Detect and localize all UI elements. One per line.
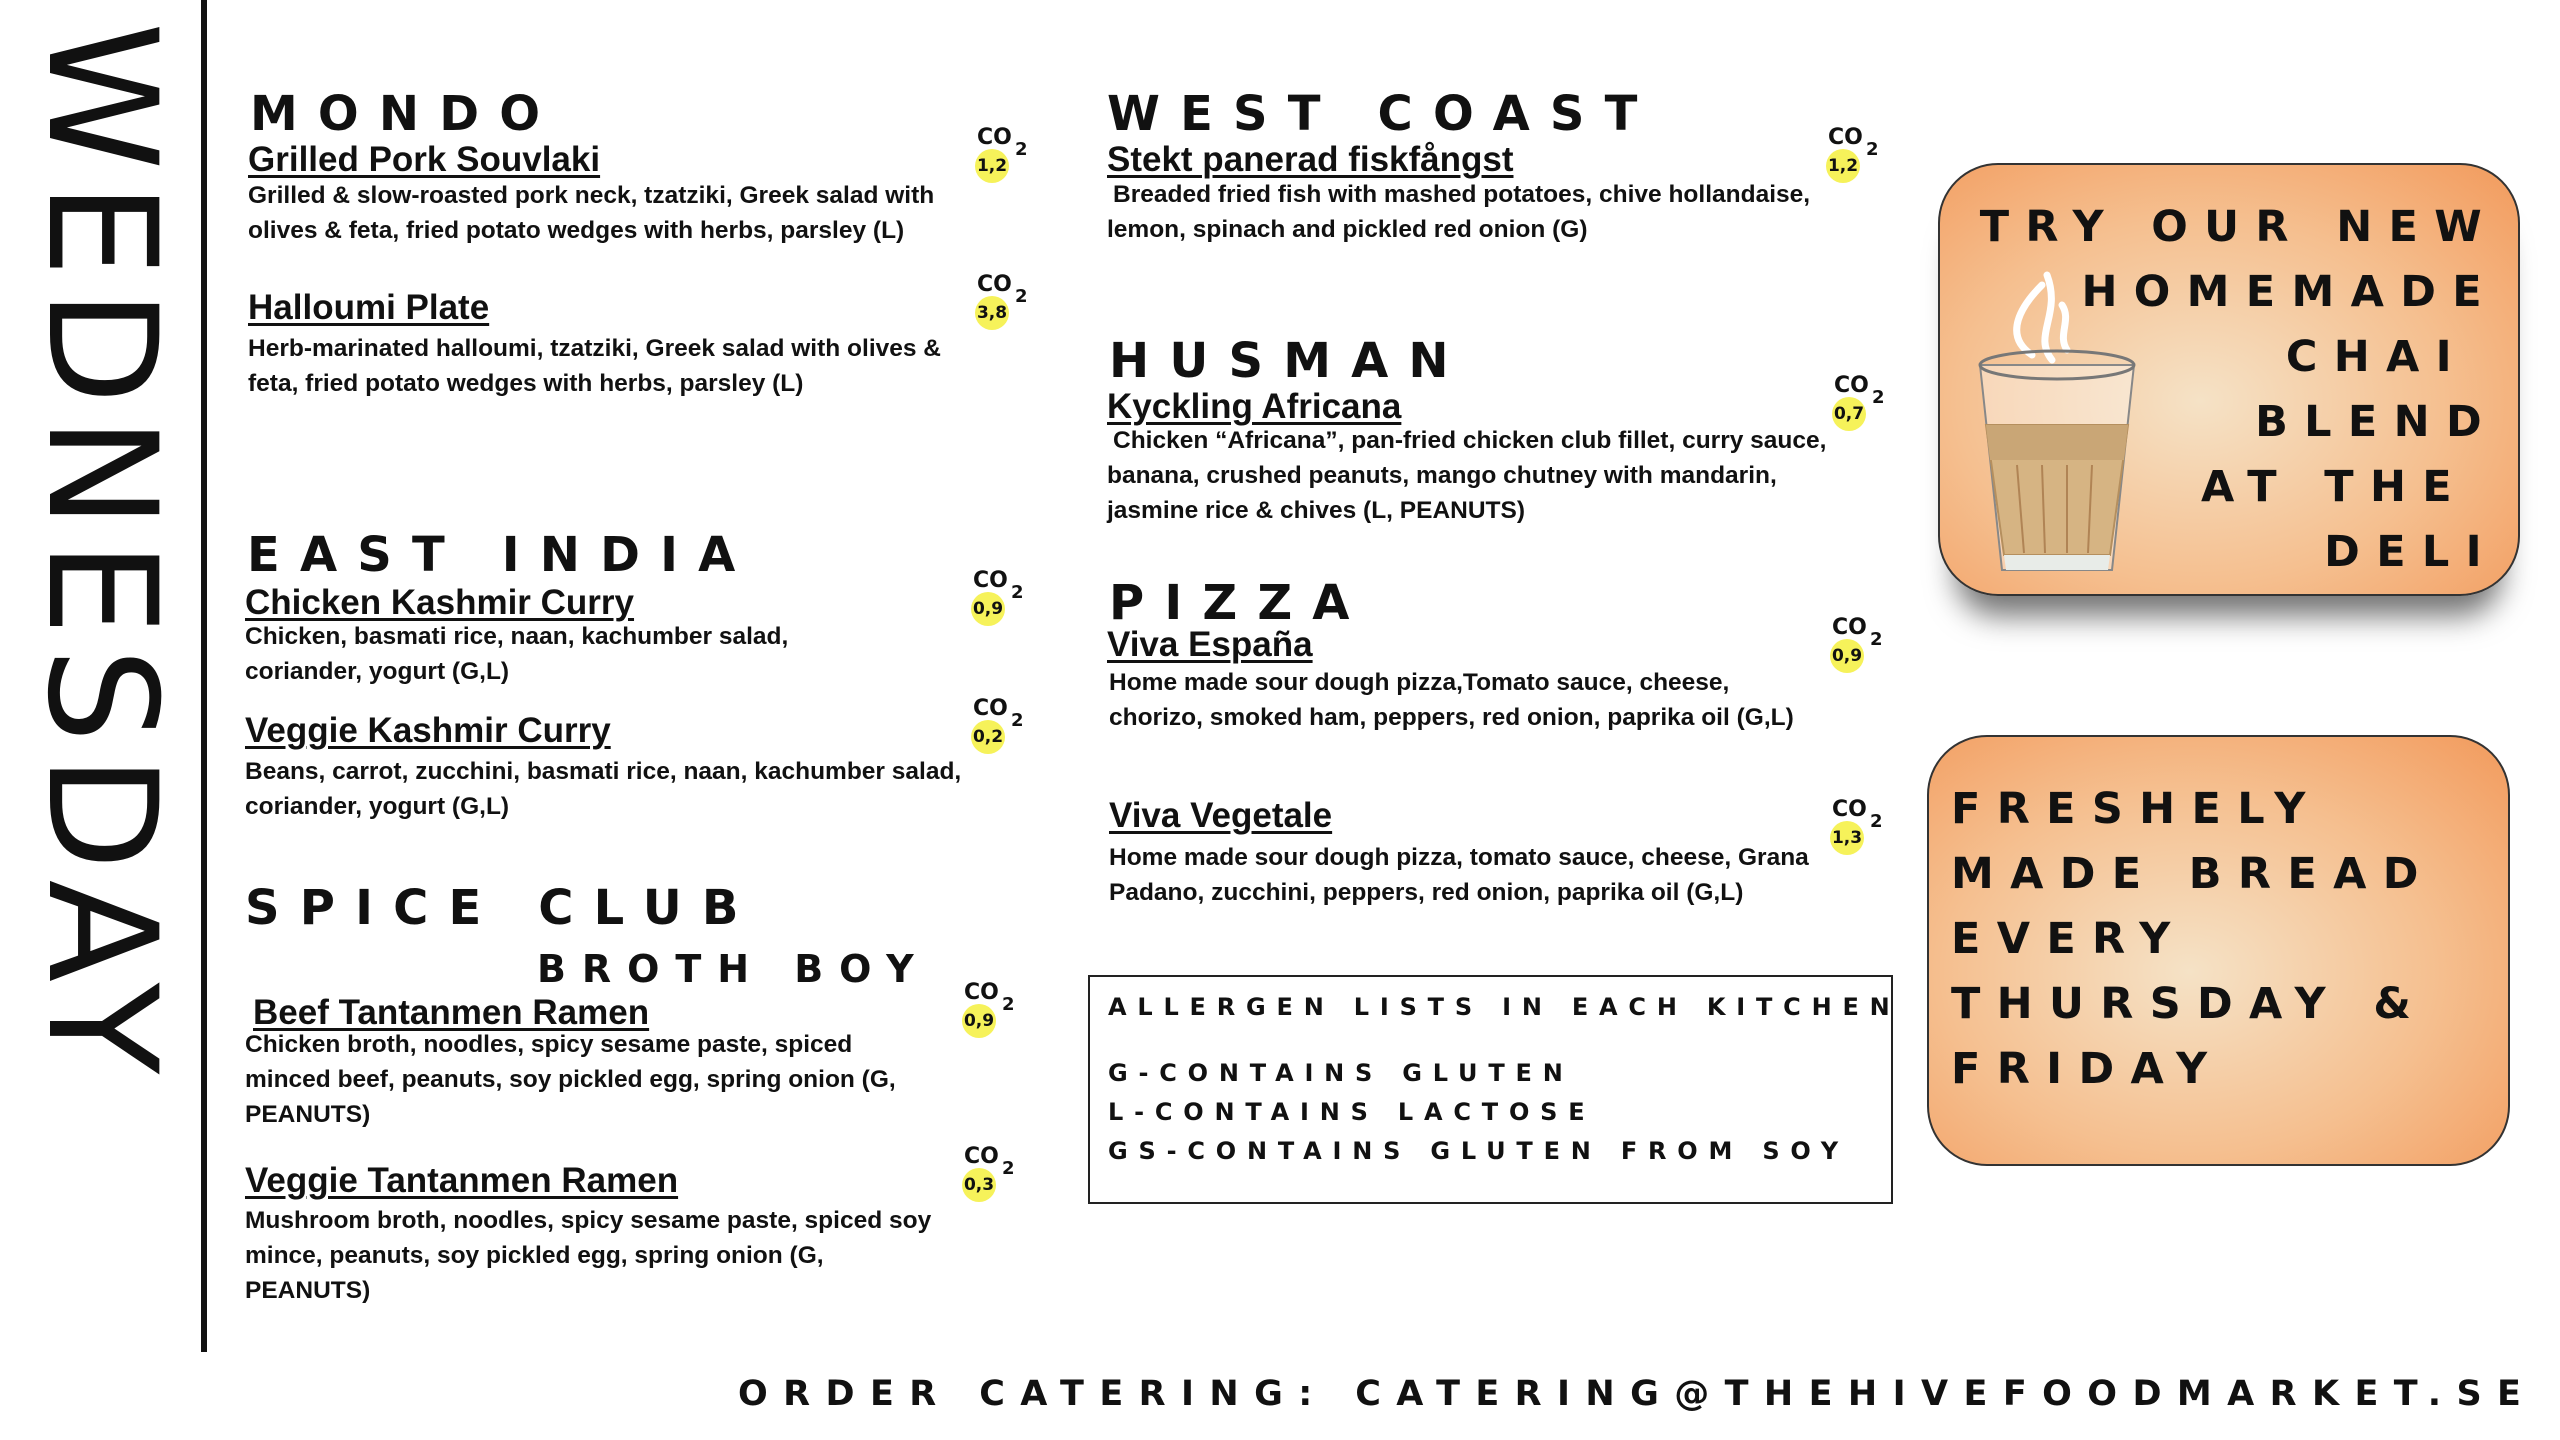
menu-item-name: Viva España bbox=[1107, 625, 1313, 664]
co2-sub: 2 bbox=[1015, 139, 1028, 160]
co2-sub: 2 bbox=[1870, 629, 1883, 650]
bread-promo-line: FRIDAY bbox=[1951, 1044, 2224, 1094]
co2-sub: 2 bbox=[1872, 387, 1885, 408]
menu-item-desc: Home made sour dough pizza, tomato sauce… bbox=[1109, 844, 1809, 906]
co2-sub: 2 bbox=[1866, 139, 1879, 160]
co2-value: 0,3 bbox=[962, 1168, 996, 1202]
bread-promo-line: MADE BREAD bbox=[1951, 849, 2435, 899]
chai-promo-line: TRY OUR NEW bbox=[1979, 202, 2498, 252]
menu-item-desc: Beans, carrot, zucchini, basmati rice, n… bbox=[245, 758, 962, 820]
menu-item-name: Veggie Kashmir Curry bbox=[245, 711, 611, 750]
section-title-mondo: MONDO bbox=[250, 86, 561, 142]
allergen-title: ALLERGEN LISTS IN EACH KITCHEN bbox=[1108, 993, 1901, 1021]
co2-value: 1,2 bbox=[1826, 149, 1860, 183]
menu-item-name: Kyckling Africana bbox=[1107, 387, 1402, 426]
divider bbox=[201, 0, 207, 1352]
menu-item-desc: Breaded fried fish with mashed potatoes,… bbox=[1107, 181, 1811, 243]
section-title-pizza: PIZZA bbox=[1109, 575, 1370, 631]
co2-label: CO bbox=[964, 980, 999, 1005]
co2-sub: 2 bbox=[1870, 811, 1883, 832]
co2-sub: 2 bbox=[1015, 286, 1028, 307]
allergen-line: L-CONTAINS LACTOSE bbox=[1108, 1098, 1596, 1126]
chai-promo-line: DELI bbox=[2324, 527, 2498, 577]
co2-value: 0,9 bbox=[962, 1004, 996, 1038]
co2-label: CO bbox=[964, 1144, 999, 1169]
section-title-west-coast: WEST COAST bbox=[1107, 86, 1658, 142]
menu-item-name: Viva Vegetale bbox=[1109, 796, 1333, 835]
co2-value: 1,2 bbox=[975, 149, 1009, 183]
menu-item-desc: Chicken “Africana”, pan-fried chicken cl… bbox=[1107, 427, 1827, 524]
chai-promo-line: AT THE bbox=[2201, 462, 2468, 512]
co2-sub: 2 bbox=[1002, 994, 1015, 1015]
section-title-east-india: EAST INDIA bbox=[247, 527, 756, 583]
day-title: WEDNESDAY bbox=[14, 22, 188, 1087]
menu-item-desc: Home made sour dough pizza,Tomato sauce,… bbox=[1109, 669, 1794, 731]
menu-item-desc: Mushroom broth, noodles, spicy sesame pa… bbox=[245, 1207, 932, 1304]
co2-value: 0,9 bbox=[971, 592, 1005, 626]
section-title-spice-club: SPICE CLUB bbox=[245, 880, 759, 936]
menu-item-desc: Chicken broth, noodles, spicy sesame pas… bbox=[245, 1031, 896, 1128]
chai-promo-line: CHAI bbox=[2285, 332, 2468, 382]
menu-item-desc: Chicken, basmati rice, naan, kachumber s… bbox=[245, 623, 789, 685]
co2-label: CO bbox=[1828, 125, 1863, 150]
catering-footer: ORDER CATERING: CATERING@THEHIVEFOODMARK… bbox=[738, 1374, 2537, 1414]
chai-promo-card: TRY OUR NEW HOMEMADE CHAI BLEND AT THE D… bbox=[1938, 163, 2520, 596]
co2-sub: 2 bbox=[1002, 1158, 1015, 1179]
co2-label: CO bbox=[973, 568, 1008, 593]
allergen-box: ALLERGEN LISTS IN EACH KITCHEN G-CONTAIN… bbox=[1088, 975, 1893, 1204]
bread-promo-line: THURSDAY & bbox=[1951, 979, 2428, 1029]
co2-value: 3,8 bbox=[975, 296, 1009, 330]
menu-item-desc: Herb-marinated halloumi, tzatziki, Greek… bbox=[248, 335, 941, 397]
section-subtitle-broth-boy: BROTH BOY bbox=[537, 947, 930, 991]
co2-value: 1,3 bbox=[1830, 821, 1864, 855]
menu-item-desc: Grilled & slow-roasted pork neck, tzatzi… bbox=[248, 182, 935, 244]
co2-label: CO bbox=[1834, 373, 1869, 398]
menu-item-name: Halloumi Plate bbox=[248, 288, 490, 327]
chai-promo-line: BLEND bbox=[2255, 397, 2498, 447]
section-title-husman: HUSMAN bbox=[1109, 333, 1469, 389]
co2-sub: 2 bbox=[1011, 582, 1024, 603]
co2-label: CO bbox=[1832, 615, 1867, 640]
menu-item-name: Veggie Tantanmen Ramen bbox=[245, 1161, 679, 1200]
co2-sub: 2 bbox=[1011, 710, 1024, 731]
bread-promo-card: FRESHELY MADE BREAD EVERY THURSDAY & FRI… bbox=[1927, 735, 2510, 1166]
allergen-line: G-CONTAINS GLUTEN bbox=[1108, 1059, 1574, 1087]
menu-item-name: Grilled Pork Souvlaki bbox=[248, 140, 601, 179]
menu-item-name: Chicken Kashmir Curry bbox=[245, 583, 635, 622]
co2-label: CO bbox=[973, 696, 1008, 721]
co2-value: 0,2 bbox=[971, 720, 1005, 754]
co2-value: 0,9 bbox=[1830, 639, 1864, 673]
allergen-line: GS-CONTAINS GLUTEN FROM SOY bbox=[1108, 1137, 1849, 1165]
menu-item-name: Beef Tantanmen Ramen bbox=[253, 993, 650, 1032]
menu-item-name: Stekt panerad fiskfångst bbox=[1107, 140, 1514, 179]
bread-promo-line: EVERY bbox=[1951, 914, 2187, 964]
co2-label: CO bbox=[1832, 797, 1867, 822]
co2-value: 0,7 bbox=[1832, 397, 1866, 431]
co2-label: CO bbox=[977, 272, 1012, 297]
chai-glass-icon bbox=[1978, 271, 2136, 571]
co2-label: CO bbox=[977, 125, 1012, 150]
bread-promo-line: FRESHELY bbox=[1951, 784, 2322, 834]
chai-promo-line: HOMEMADE bbox=[2081, 267, 2498, 317]
